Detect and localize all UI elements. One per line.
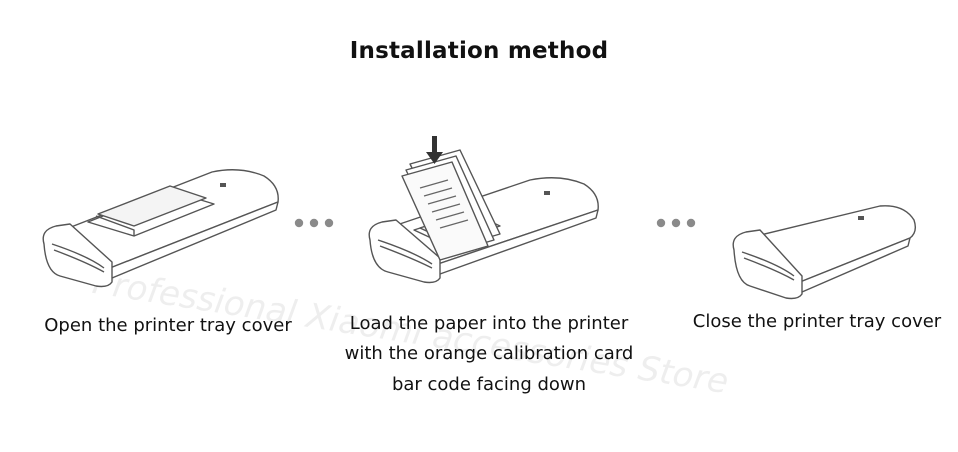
mi-logo-icon bbox=[220, 183, 226, 187]
caption-line: Close the printer tray cover bbox=[692, 311, 942, 332]
ellipsis-icon bbox=[656, 218, 696, 228]
printer-loading-paper bbox=[368, 149, 599, 284]
caption-line: Load the paper into the printer bbox=[349, 313, 629, 334]
caption-line: bar code facing down bbox=[391, 374, 587, 395]
caption-line: with the orange calibration card bbox=[344, 343, 634, 364]
down-arrow-icon bbox=[426, 136, 443, 164]
mi-logo-icon bbox=[544, 191, 550, 195]
page-title: Installation method bbox=[349, 38, 609, 64]
mi-logo-icon bbox=[858, 216, 864, 220]
step-3-caption: Close the printer tray cover bbox=[678, 307, 956, 337]
printer-closed bbox=[732, 205, 917, 300]
step-2-caption: Load the paper into the printer with the… bbox=[318, 309, 660, 400]
ellipsis-icon bbox=[294, 218, 334, 228]
step-1-caption: Open the printer tray cover bbox=[20, 311, 316, 341]
printer-open-tray bbox=[42, 169, 279, 288]
caption-line: Open the printer tray cover bbox=[44, 315, 292, 336]
